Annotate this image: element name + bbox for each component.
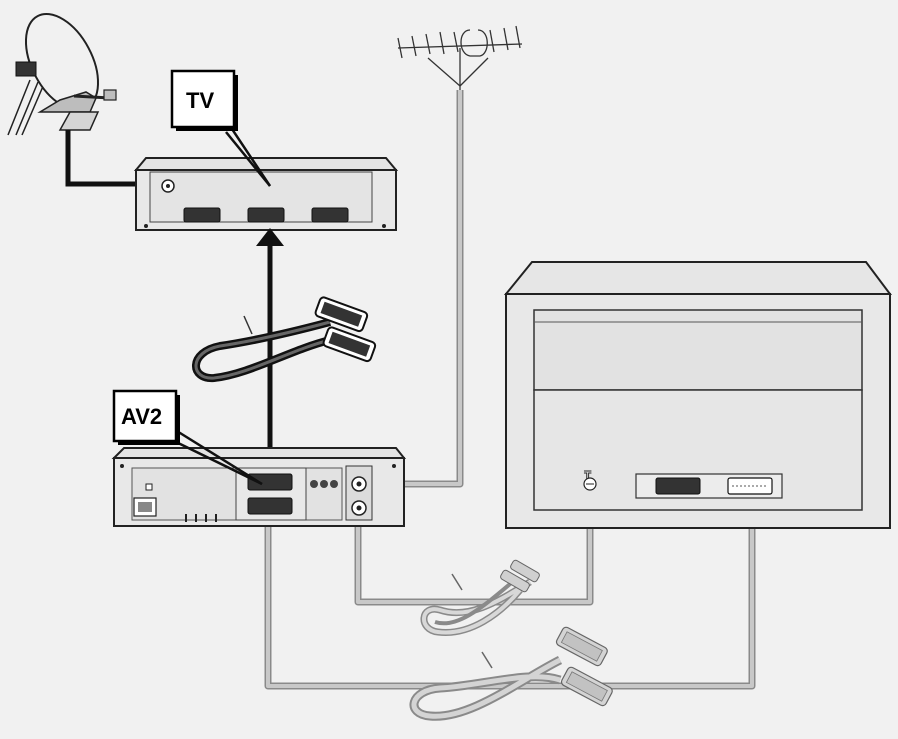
tv-label: TV <box>186 88 214 113</box>
antenna-icon <box>397 25 523 90</box>
av2-callout: AV2 <box>112 389 263 486</box>
satellite-receiver <box>133 157 399 231</box>
scart-link-vertical <box>256 228 284 472</box>
antenna-cable <box>377 90 464 495</box>
av2-label: AV2 <box>121 404 162 429</box>
rca-cable-icon <box>420 559 540 636</box>
scart-cable-icon <box>192 296 377 383</box>
television-rear: ╦ <box>503 261 892 529</box>
scart-cable-icon-gray <box>409 626 613 721</box>
satellite-dish-icon <box>7 12 117 136</box>
scart-port <box>183 207 349 223</box>
antenna-input-symbol: ╦ <box>583 465 592 479</box>
tv-callout: TV <box>170 69 272 187</box>
video-recorder <box>111 447 407 527</box>
